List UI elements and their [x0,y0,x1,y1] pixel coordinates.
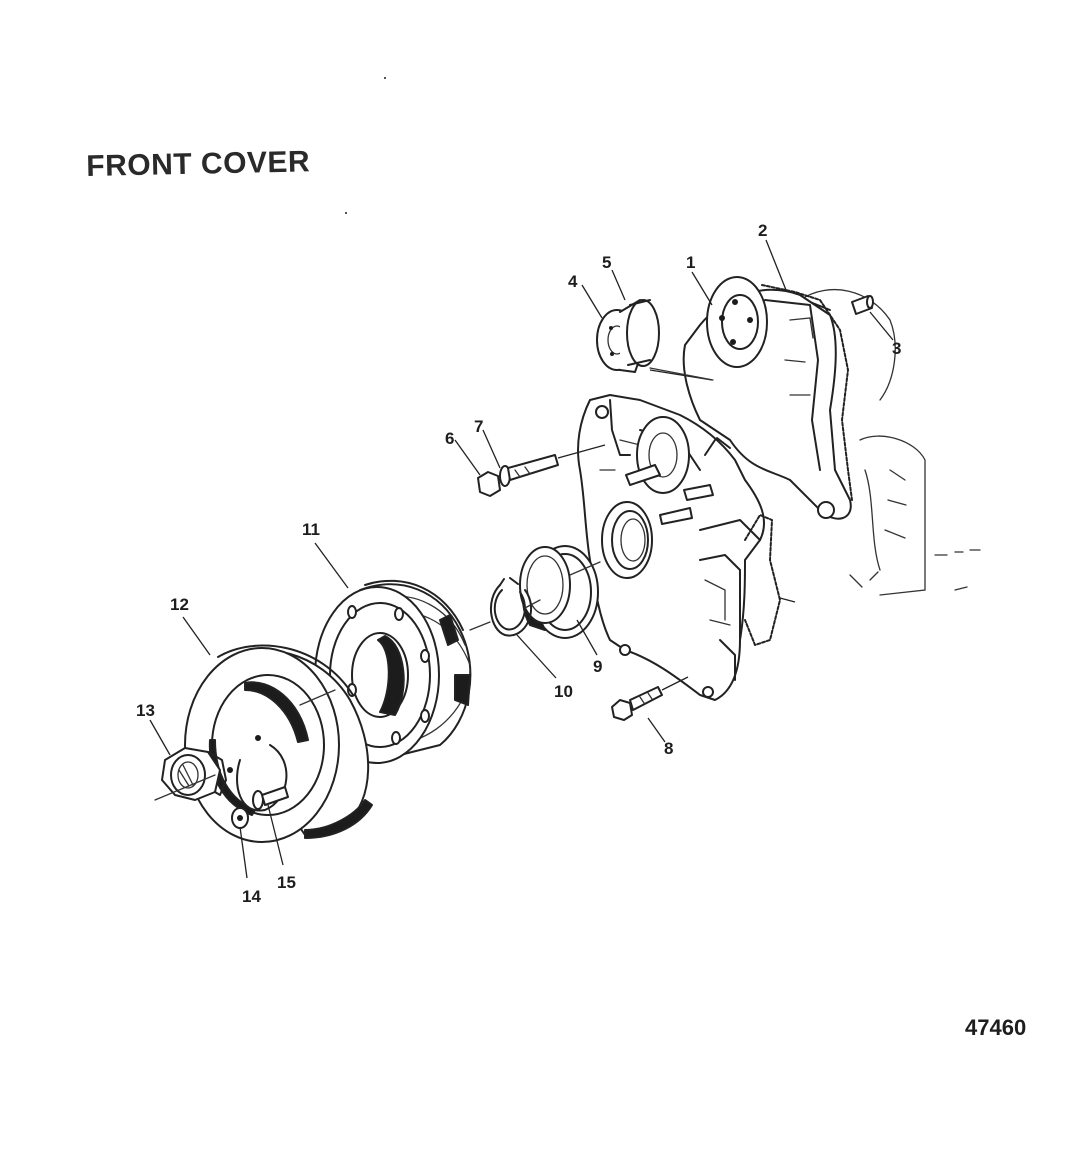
callout-7: 7 [474,417,483,436]
callout-14: 14 [242,887,261,906]
callout-9: 9 [593,657,602,676]
scan-specks [345,77,386,214]
dowel-pin [851,295,874,315]
callout-6: 6 [445,429,454,448]
front-cover-gasket [744,514,796,646]
vibration-damper [184,644,373,843]
idler-bearing [596,299,713,381]
cover-bolt-long [477,444,606,497]
callout-15: 15 [277,873,296,892]
timing-cover-plate [682,276,852,520]
crankshaft-pulley [314,579,472,764]
callout-5: 5 [602,253,611,272]
callout-labels: 1 2 3 4 5 6 7 8 9 10 11 12 13 14 15 [136,221,901,906]
engine-block [799,288,981,596]
crankshaft-oil-seal [519,545,599,639]
callout-11: 11 [302,520,320,539]
callout-3: 3 [892,339,901,358]
callout-1: 1 [686,253,695,272]
callout-2: 2 [758,221,767,240]
figure-number: 47460 [965,1015,1027,1040]
callout-12: 12 [170,595,189,614]
callout-leaders [149,239,894,879]
cover-bolt-short [611,676,689,721]
callout-10: 10 [554,682,573,701]
callout-4: 4 [568,272,578,291]
callout-8: 8 [664,739,673,758]
center-axis [154,367,714,801]
front-cover-housing [577,394,765,701]
crankshaft-nut [161,747,227,801]
callout-13: 13 [136,701,155,720]
